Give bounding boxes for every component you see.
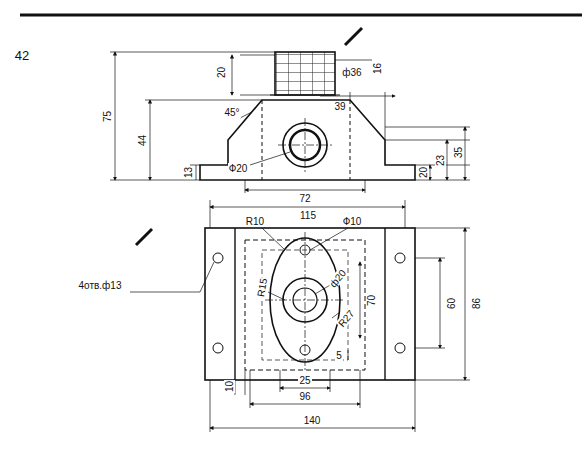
hole-note: 4отв.ф13 [78,280,123,291]
dimension-text: 10 [225,379,236,392]
dimension-text: ф20 [327,266,349,289]
dimension-text: ф36 [341,67,362,78]
dimension-text: 16 [373,61,384,74]
dimension-text: 5 [335,350,343,361]
dimension-text: 70 [367,293,378,306]
dimension-text: 13 [184,165,195,178]
dimension-text: 39 [333,101,346,112]
dimension-text: Ф20 [228,163,249,174]
figure-number: 42 [14,50,30,61]
dimension-text: 96 [298,391,311,402]
dimension-text: 35 [454,145,465,158]
dimension-text: 60 [447,296,458,309]
dimension-text: 45° [223,107,240,118]
dimension-text: 23 [436,153,447,166]
dimension-text: 86 [472,296,483,309]
dimension-text: 44 [138,133,149,146]
dimension-text: 20 [419,165,430,178]
dimension-text: R27 [335,307,357,330]
dimension-text: 115 [299,210,317,221]
dimension-text: 75 [103,109,114,122]
dimension-text: R10 [245,216,265,227]
dimension-text: 20 [217,65,228,78]
dimension-text: 140 [303,415,322,426]
dimension-text: 72 [298,193,311,204]
dimension-text: Ф10 [342,216,363,227]
dimension-text: 25 [298,375,311,386]
dimension-text: R15 [255,276,269,298]
